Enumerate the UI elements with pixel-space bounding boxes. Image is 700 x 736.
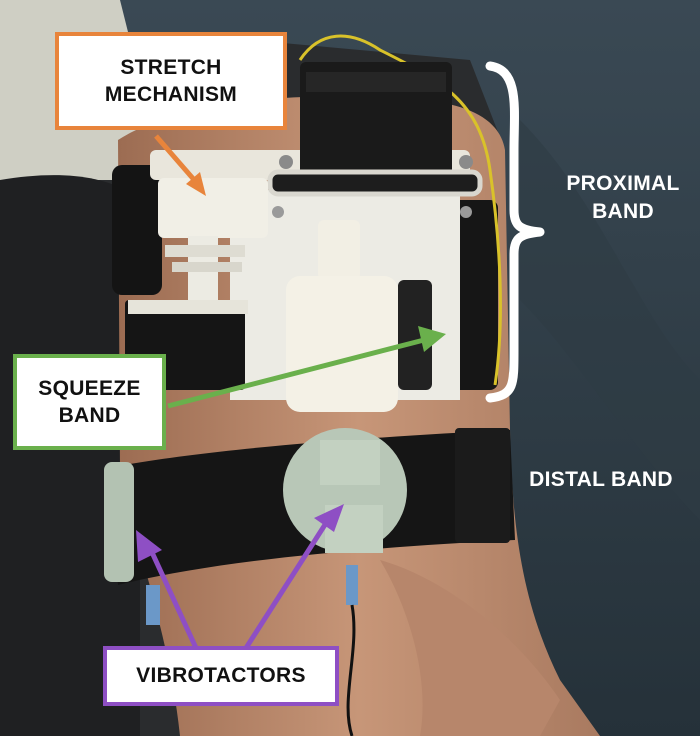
vibro-arrow-right-head xyxy=(314,504,344,532)
distal-band-label: DISTAL BAND xyxy=(529,468,673,491)
vibro-arrow-left-line xyxy=(147,546,199,650)
vibrotactor-connector xyxy=(346,565,358,605)
proximal-label-line2: BAND xyxy=(592,200,654,224)
proximal-bracket xyxy=(485,61,545,403)
stretch-label-line2: MECHANISM xyxy=(104,83,238,106)
motor-mount xyxy=(267,169,483,197)
screw xyxy=(279,155,293,169)
cylinder-shaft xyxy=(318,220,360,280)
vibrotactors-label: VIBROTACTORS xyxy=(103,646,339,706)
small-motor-plate xyxy=(128,300,248,314)
squeeze-label-line1: SQUEEZE xyxy=(38,376,141,400)
servo-top xyxy=(306,72,446,92)
vibrotactors-label-text: VIBROTACTORS xyxy=(136,664,306,688)
vibro-arrow-left-head xyxy=(136,530,162,562)
strap-buckle xyxy=(455,428,510,543)
vibrotactor-left xyxy=(104,462,134,582)
squeeze-arrow-line xyxy=(167,337,425,409)
screw xyxy=(459,155,473,169)
vibrotactor-tab-top xyxy=(320,440,380,485)
screw xyxy=(460,206,472,218)
vibro-arrow-right-line xyxy=(243,518,331,650)
vibrotactor-cable xyxy=(346,604,356,736)
wire xyxy=(298,34,502,386)
stretch-block xyxy=(158,178,268,238)
chair-back xyxy=(0,175,140,736)
proximal-label-line1: PROXIMAL xyxy=(566,172,680,195)
squeeze-label-line2: BAND xyxy=(58,404,121,427)
squeeze-clip xyxy=(398,280,432,390)
shirt-fold xyxy=(520,120,700,520)
elbow-skin xyxy=(380,560,560,736)
squeeze-arrow-head xyxy=(418,326,446,352)
vibrotactor-connector xyxy=(146,585,160,625)
screw xyxy=(272,206,284,218)
stretch-mechanism-label: STRETCH MECHANISM xyxy=(55,32,287,130)
proximal-band-label: PROXIMAL BAND xyxy=(548,170,698,227)
gear-plate-lower xyxy=(172,262,242,272)
stretch-arrow-head xyxy=(186,172,206,196)
gear-plate xyxy=(165,245,245,257)
stretch-arrow-line xyxy=(154,134,198,184)
proximal-strap-left xyxy=(112,165,162,295)
stretch-label-line1: STRETCH xyxy=(120,55,222,79)
squeeze-band-label: SQUEEZE BAND xyxy=(13,354,166,450)
squeeze-cylinder xyxy=(286,276,398,412)
